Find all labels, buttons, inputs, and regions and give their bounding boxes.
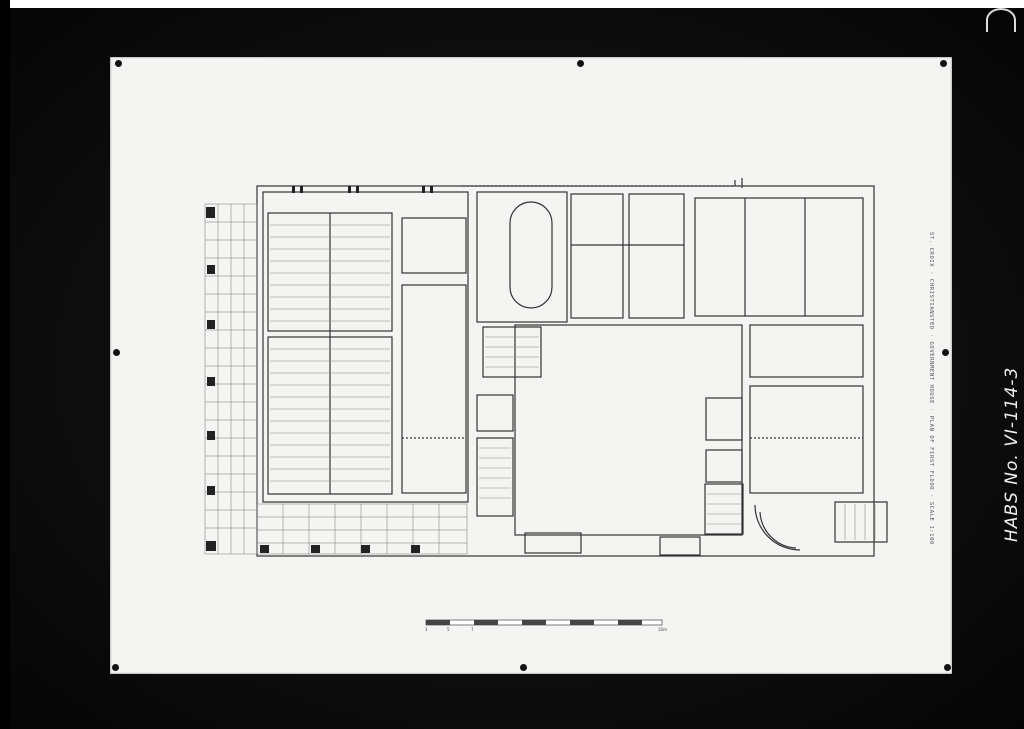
archive-number: HABS No. VI-114-3 [1002, 366, 1022, 542]
pin [944, 664, 951, 671]
drawing-sheet [110, 57, 952, 674]
entrance [524, 532, 582, 554]
scale-label-start: 1 [425, 627, 428, 632]
scale-label-mid: 5 [447, 627, 450, 632]
entrance [659, 536, 701, 556]
title-block-text: ST. CROIX · CHRISTIANSTED · GOVERNMENT H… [928, 232, 934, 545]
room [570, 193, 624, 319]
stair [482, 326, 542, 378]
stair [704, 483, 744, 535]
pin [520, 664, 527, 671]
room [628, 193, 685, 319]
room [476, 394, 514, 432]
oval-room [509, 201, 553, 309]
room [749, 324, 864, 378]
terrace-steps [834, 501, 888, 543]
pin [577, 60, 584, 67]
stair [476, 437, 514, 517]
room [705, 449, 743, 483]
room [694, 197, 864, 317]
scale-label-mid: 7 [471, 627, 474, 632]
central-hall [514, 324, 743, 536]
spiral-stair [754, 504, 801, 551]
room [705, 397, 743, 441]
scale-bar [425, 619, 663, 626]
title-block: ST. CROIX · CHRISTIANSTED · GOVERNMENT H… [924, 232, 938, 552]
scale-label-end: 10m [658, 627, 667, 632]
outer-wall [256, 185, 875, 557]
film-edge-top [0, 0, 1024, 8]
pin [112, 664, 119, 671]
room [749, 385, 864, 494]
room [476, 191, 568, 323]
pin [115, 60, 122, 67]
corner-mark [986, 8, 1016, 32]
pin [942, 349, 949, 356]
west-wing-wall [262, 191, 469, 503]
film-edge-left [0, 0, 10, 729]
pin [940, 60, 947, 67]
room [401, 284, 467, 494]
room [401, 217, 467, 274]
pin [113, 349, 120, 356]
